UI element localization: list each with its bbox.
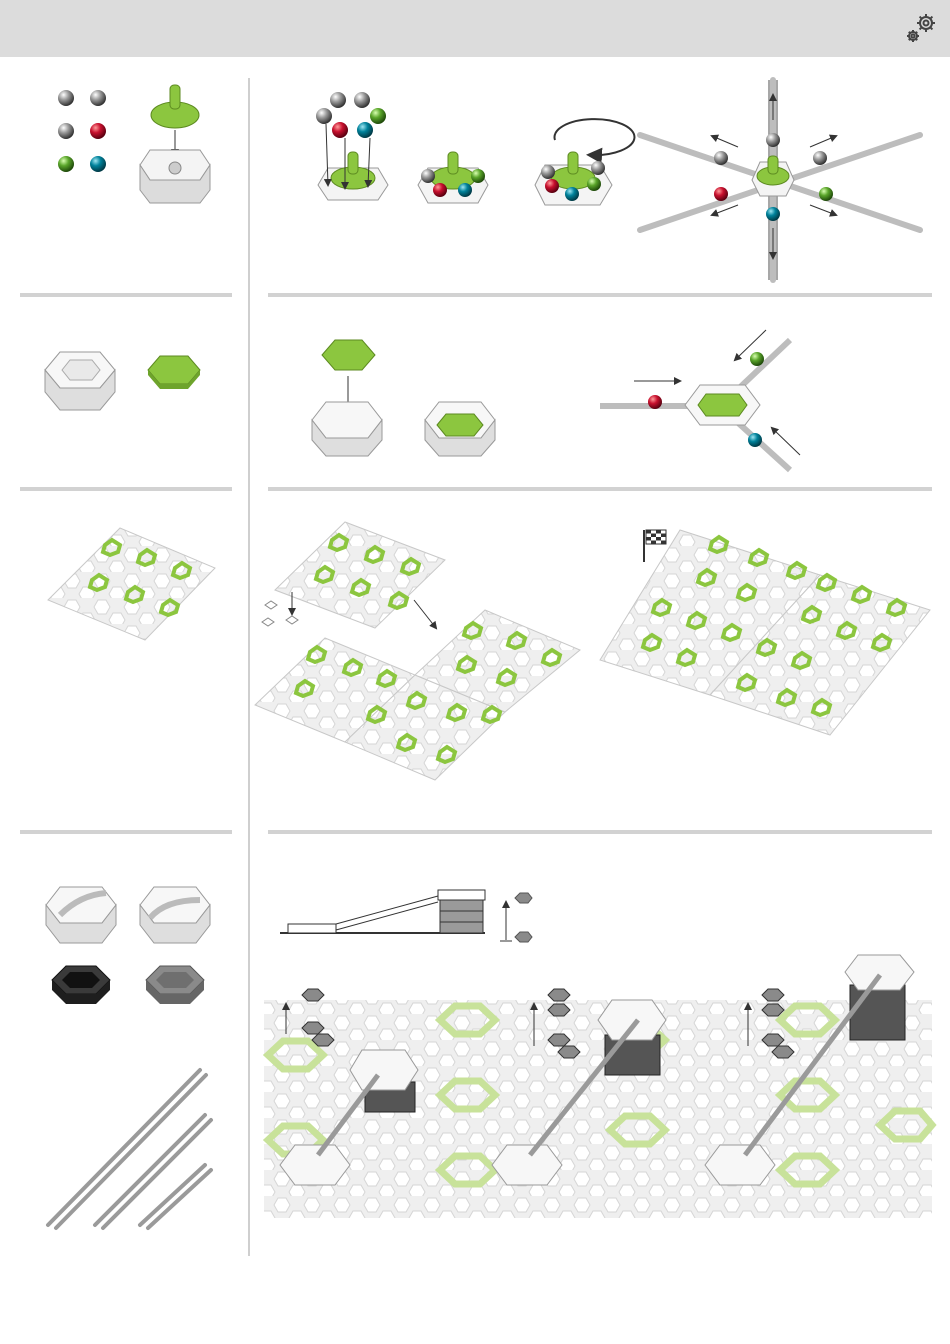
baseboard-single <box>48 528 215 640</box>
hex-tile <box>45 352 115 410</box>
plate-insert <box>312 340 382 456</box>
spinner-launch-rails <box>640 80 920 280</box>
green-plate <box>148 356 200 389</box>
height-tiles <box>52 966 204 1004</box>
spinner-piece <box>140 85 210 203</box>
height-diagram <box>280 890 532 942</box>
baseboards-finished <box>600 530 930 735</box>
marble-set <box>58 90 106 172</box>
curve-tiles <box>46 887 210 943</box>
landing-diagram <box>600 330 800 470</box>
spinner-loading <box>316 92 388 200</box>
spinner-rotate <box>535 119 634 205</box>
rail-heights-board <box>264 955 932 1218</box>
spinner-loaded <box>418 152 488 203</box>
baseboards-joined <box>255 610 580 780</box>
plate-inserted <box>425 402 495 456</box>
rails <box>48 1070 211 1228</box>
baseboard-top <box>262 522 445 628</box>
